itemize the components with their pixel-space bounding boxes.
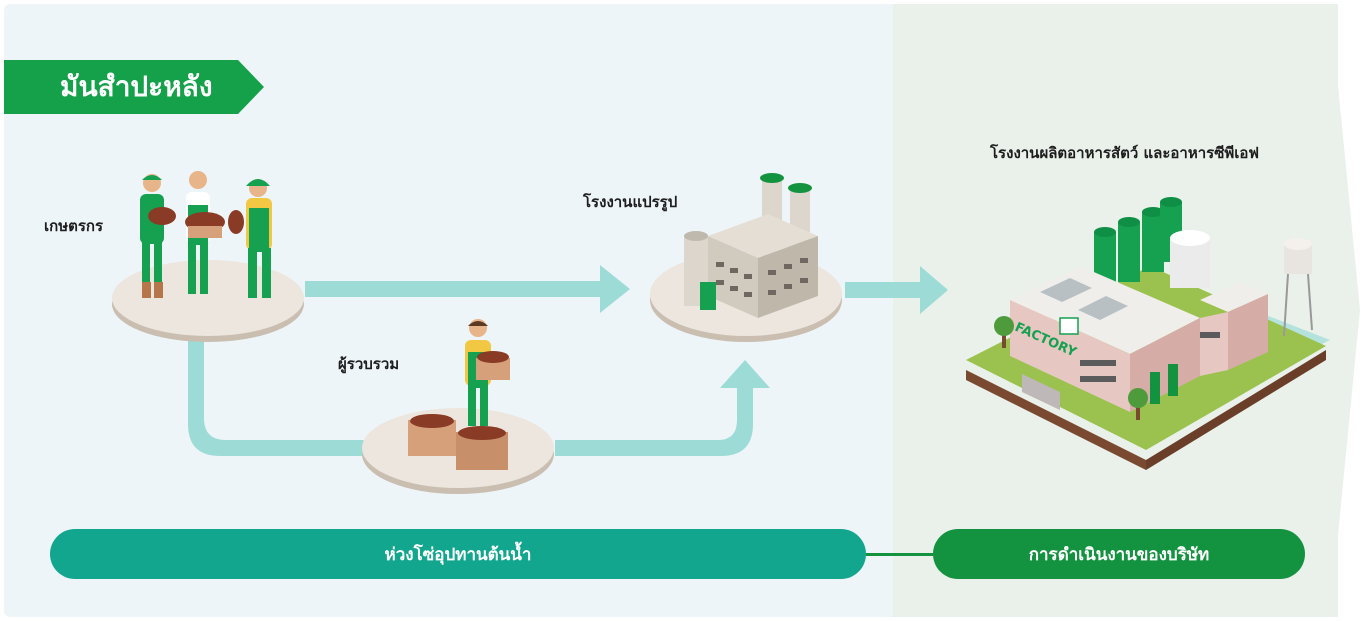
farmers-illustration bbox=[112, 171, 304, 342]
title-tag: มันสำปะหลัง bbox=[4, 60, 264, 114]
upstream-supply-chain-bar: ห่วงโซ่อุปทานต้นน้ำ bbox=[50, 529, 866, 579]
farmer-3 bbox=[228, 179, 272, 298]
company-operations-text: การดำเนินงานของบริษัท bbox=[1028, 544, 1210, 565]
flow-arrows bbox=[188, 265, 948, 456]
feed-factory-illustration bbox=[966, 197, 1330, 470]
arrow-head-up bbox=[720, 360, 770, 388]
title-text: มันสำปะหลัง bbox=[60, 70, 213, 103]
arrow-head-factory bbox=[920, 266, 948, 314]
bar-connector bbox=[866, 553, 933, 556]
arrow-plant-to-factory bbox=[845, 282, 925, 298]
upstream-supply-chain-text: ห่วงโซ่อุปทานต้นน้ำ bbox=[384, 544, 532, 565]
factory-windows bbox=[1080, 332, 1220, 382]
arrow-farmers-to-collectors bbox=[188, 338, 370, 456]
arrow-head-plant bbox=[600, 265, 630, 313]
arrow-farmers-to-plant bbox=[305, 281, 605, 297]
feed-factory-label: โรงงานผลิตอาหารสัตว์ และอาหารซีพีเอฟ bbox=[990, 144, 1260, 162]
farmer-1 bbox=[140, 174, 176, 298]
farmers-label: เกษตรกร bbox=[44, 217, 104, 235]
company-background-arrow-tip bbox=[1330, 4, 1360, 617]
processing-plant-illustration bbox=[650, 173, 842, 342]
collectors-label: ผู้รวบรวม bbox=[338, 355, 400, 373]
arrow-collectors-to-plant bbox=[555, 382, 753, 456]
trees bbox=[994, 316, 1148, 420]
processing-plant-label: โรงงานแปรรูป bbox=[583, 193, 678, 211]
farmer-2 bbox=[185, 171, 225, 294]
collector-illustration bbox=[362, 319, 554, 494]
company-operations-bar: การดำเนินงานของบริษัท bbox=[933, 529, 1305, 579]
